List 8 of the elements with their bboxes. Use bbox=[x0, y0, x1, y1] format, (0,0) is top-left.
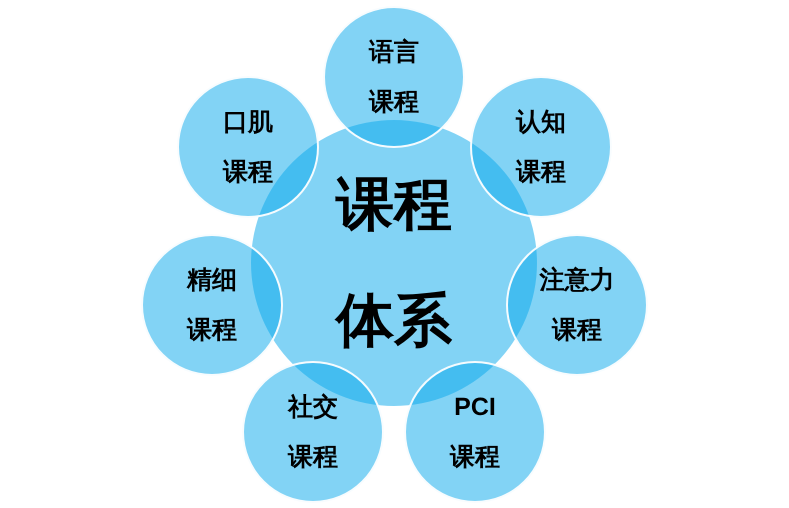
topic-label: 注意力课程 bbox=[538, 265, 616, 346]
core-title: 课程体系 bbox=[335, 171, 453, 355]
topic-label: 口肌课程 bbox=[222, 107, 274, 188]
topic-label: 认知课程 bbox=[515, 107, 567, 188]
topic-label: 精细课程 bbox=[186, 265, 238, 346]
topic-label: 社交课程 bbox=[287, 392, 339, 473]
topic-label: 语言课程 bbox=[368, 37, 420, 118]
topic-label: PCI课程 bbox=[449, 392, 501, 473]
